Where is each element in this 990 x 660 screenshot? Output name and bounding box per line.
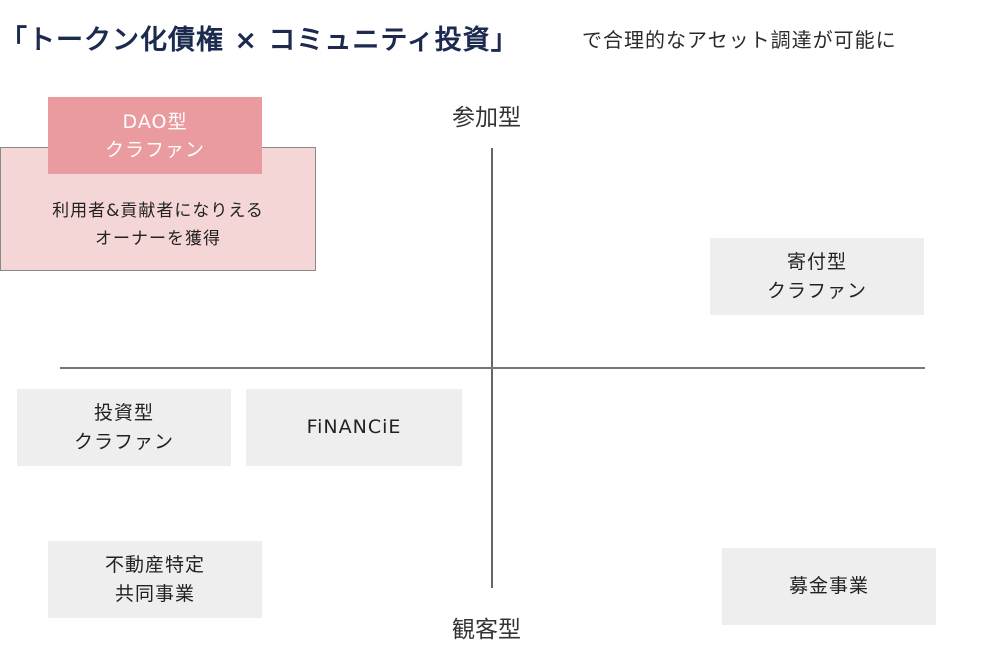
horizontal-axis: [60, 367, 925, 369]
box-financie-label: FiNANCiE: [306, 416, 402, 438]
headline: 「トークン化債権 × コミュニティ投資」 で合理的なアセット調達が可能に: [0, 18, 990, 62]
box-financie: FiNANCiE: [246, 389, 462, 466]
axis-label-bottom: 観客型: [452, 617, 521, 643]
box-real-estate-line2: 共同事業: [114, 582, 195, 605]
box-real-estate-line1: 不動産特定: [104, 553, 205, 576]
dao-title-tab: DAO型 クラファン: [48, 97, 262, 174]
dao-title-line1: DAO型: [122, 110, 188, 133]
box-real-estate-joint-venture: 不動産特定 共同事業: [48, 541, 262, 618]
headline-rest: で合理的なアセット調達が可能に: [582, 28, 897, 52]
box-investment-crowdfunding: 投資型 クラファン: [17, 389, 231, 466]
box-donation-line2: クラファン: [766, 279, 867, 302]
box-donation-crowdfunding: 寄付型 クラファン: [710, 238, 924, 315]
box-fundraising-business: 募金事業: [722, 548, 936, 625]
dao-desc-line1: 利用者&貢献者になりえる: [52, 201, 264, 221]
box-donation-line1: 寄付型: [786, 250, 847, 273]
dao-desc-line2: オーナーを獲得: [95, 229, 221, 249]
headline-emphasis: 「トークン化債権 × コミュニティ投資」: [0, 25, 519, 56]
box-investment-line1: 投資型: [93, 401, 154, 424]
dao-description: 利用者&貢献者になりえる オーナーを獲得: [0, 197, 316, 253]
box-investment-line2: クラファン: [73, 430, 174, 453]
axis-label-top: 参加型: [452, 105, 521, 131]
box-fundraising-label: 募金事業: [788, 575, 869, 597]
dao-title-line2: クラファン: [104, 138, 205, 161]
